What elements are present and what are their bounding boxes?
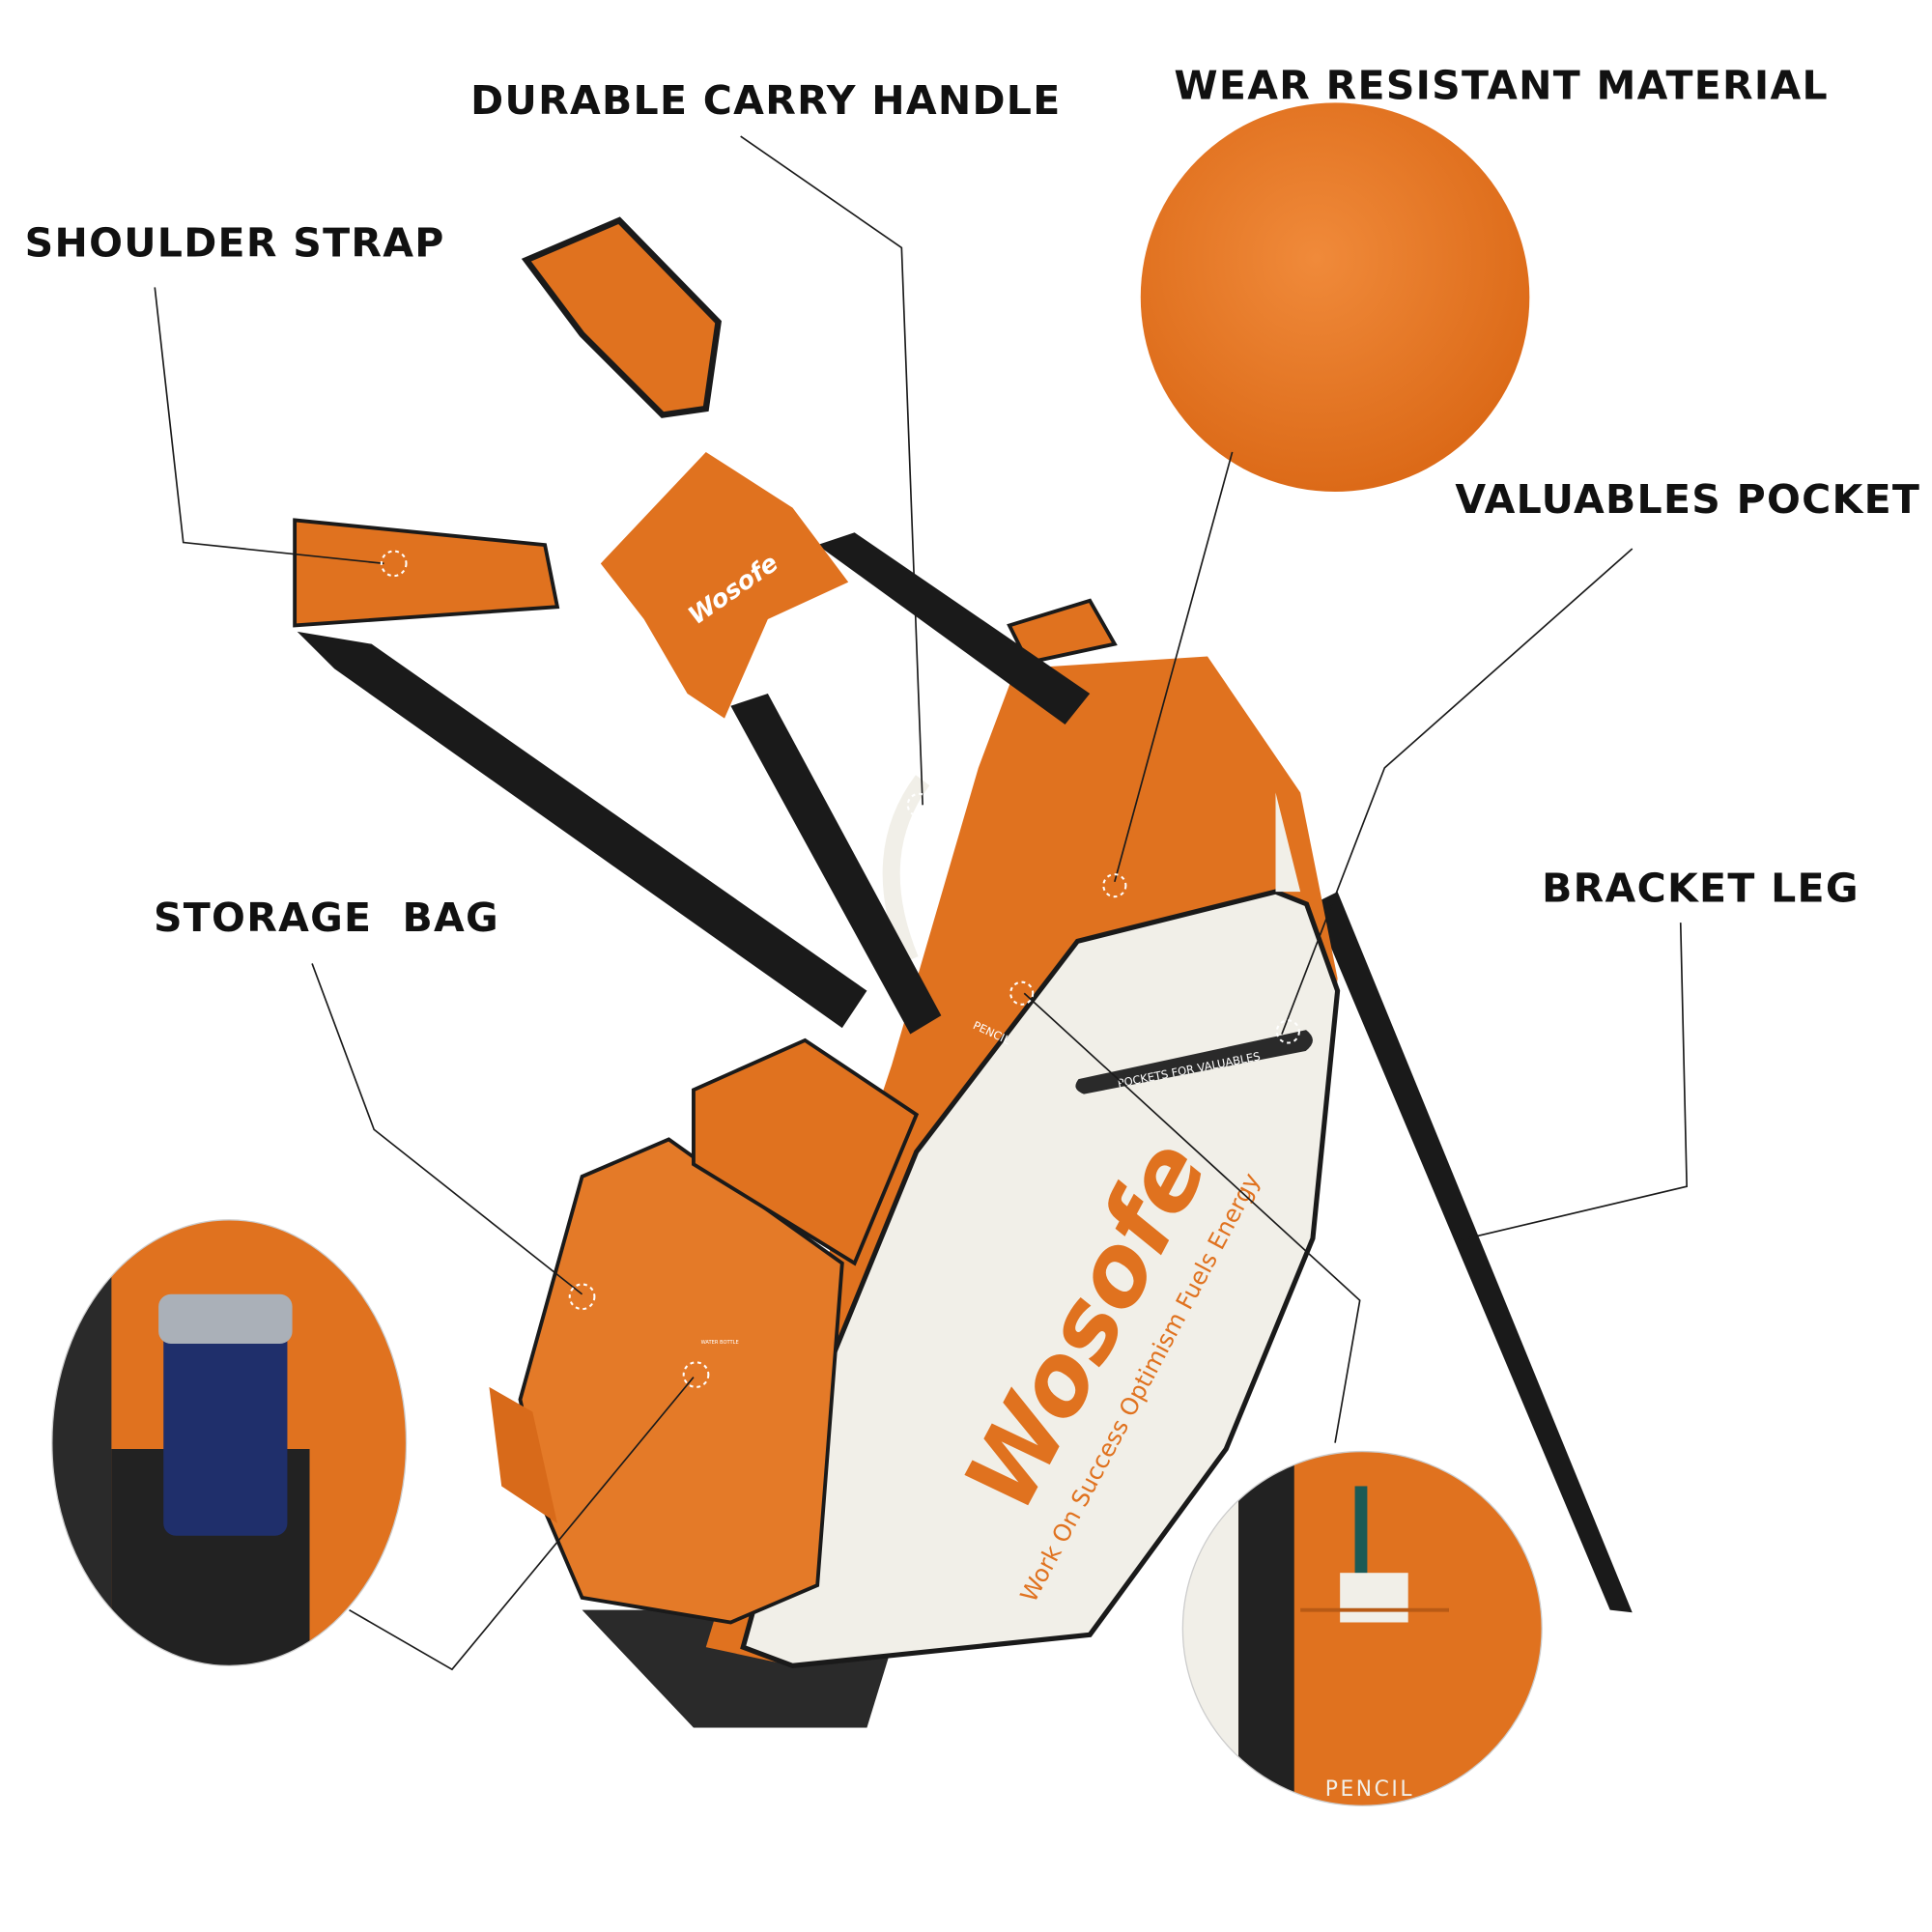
bottle-image [163,1300,288,1536]
label-storage-bag: STORAGE BAG [154,895,499,941]
leader-lines [154,135,1689,1671]
label-shoulder-strap: SHOULDER STRAP [25,219,445,266]
label-bracket-leg: BRACKET LEG [1542,865,1860,911]
material-swatch [1140,102,1530,492]
storage-detail-circle [51,1219,407,1666]
detail-pencil-label: PENCIL [1325,1777,1414,1802]
bottle-label: WATER BOTTLE [701,1340,739,1346]
callout-markers [380,550,1300,1388]
pencil-detail-circle: PENCIL [1182,1451,1543,1806]
label-carry-handle: DURABLE CARRY HANDLE [470,77,1061,124]
label-valuables-pocket: VALUABLES POCKET [1455,476,1920,523]
shoulder-strap: Wosofe [293,216,1091,1035]
label-material: WEAR RESISTANT MATERIAL [1174,63,1829,109]
